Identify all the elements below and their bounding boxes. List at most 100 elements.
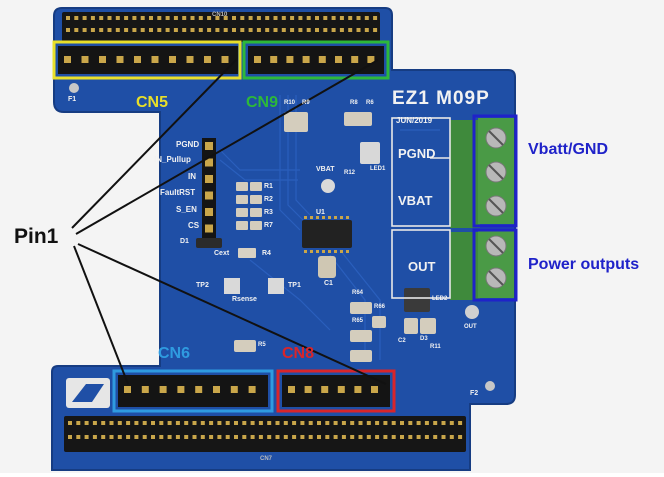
header-pin: [107, 16, 112, 20]
header-pin: [200, 435, 205, 439]
header-pin: [339, 16, 344, 20]
header-pin: [323, 16, 328, 20]
header-pin: [250, 421, 255, 425]
diode-d1: [196, 238, 222, 248]
terminal-silk-out: OUT: [408, 259, 436, 274]
header-pin: [82, 16, 87, 20]
silk-u1: U1: [316, 209, 325, 216]
terminal-silk-vbat: VBAT: [398, 193, 433, 208]
header-pin: [68, 421, 72, 425]
st-logo-mark: [72, 384, 104, 402]
header-pin: [331, 16, 336, 20]
resistor-part: [236, 195, 248, 204]
capacitor-c1: [318, 256, 336, 278]
header-pin: [306, 28, 311, 32]
silk-in-pullup: IN_Pullup: [154, 155, 191, 164]
header-pin: [348, 28, 353, 32]
header-pin: [383, 421, 388, 425]
top-header-pins: [66, 16, 378, 32]
header-socket: [151, 56, 159, 63]
header-pin: [433, 435, 438, 439]
header-pin: [167, 435, 172, 439]
header-socket: [230, 386, 238, 393]
silk-r6: R6: [366, 100, 374, 106]
header-pin: [142, 435, 147, 439]
header-socket: [270, 56, 278, 63]
header-socket: [116, 56, 124, 63]
header-pin: [366, 435, 371, 439]
header-socket: [367, 56, 375, 63]
header-pin: [151, 421, 155, 425]
silk-d1: D1: [180, 238, 189, 245]
header-pin: [151, 435, 155, 439]
header-pin: [223, 16, 228, 20]
header-pin: [92, 435, 97, 439]
header-pin: [356, 16, 361, 20]
fiducial-f1: F1: [68, 96, 77, 103]
header-pin: [90, 16, 95, 20]
header-pin: [391, 435, 396, 439]
bottom-header-pins: [68, 421, 463, 439]
pin1-line-cn6: [73, 245, 129, 385]
header-pin: [190, 16, 195, 20]
header-pin: [391, 421, 396, 425]
header-pin: [449, 421, 454, 425]
silk-led2: LED2: [432, 296, 448, 302]
silk-in: IN: [188, 172, 196, 181]
header-pin: [198, 28, 203, 32]
out-test-pad: [465, 305, 479, 319]
header-pin: [356, 28, 361, 32]
terminal-screws: [485, 127, 507, 289]
header-pin: [315, 16, 319, 20]
header-pin: [248, 16, 253, 20]
header-pin: [339, 28, 344, 32]
header-socket: [371, 386, 378, 393]
board-date: JUN/2019: [396, 116, 433, 125]
header-pin: [76, 421, 81, 425]
header-pin: [341, 421, 346, 425]
header-pin: [333, 435, 338, 439]
resistor-part: [250, 182, 262, 191]
header-pin: [458, 421, 463, 425]
header-pin: [366, 421, 371, 425]
header-socket: [354, 386, 362, 393]
header-pin: [68, 435, 72, 439]
chip-lead: [304, 250, 307, 253]
chip-lead: [328, 250, 331, 253]
header-pin: [458, 435, 463, 439]
silk-tp1: TP1: [288, 282, 301, 289]
silk-vbat-tp: VBAT: [316, 166, 335, 173]
header-pin: [449, 435, 454, 439]
pin1-line-cn9: [75, 59, 379, 235]
chip-lead: [328, 216, 331, 219]
silk-pgnd-pin: PGND: [176, 140, 200, 149]
control-pin: [205, 208, 213, 216]
header-pin: [373, 16, 378, 20]
silk-out-small: OUT: [464, 324, 477, 330]
header-pin: [134, 421, 139, 425]
header-pin: [433, 421, 438, 425]
header-pin: [242, 435, 247, 439]
header-pin: [232, 28, 236, 32]
header-pin: [275, 435, 280, 439]
board-title: EZ1 M09P: [392, 88, 490, 109]
silk-r4: R4: [262, 250, 271, 257]
resistor-part: [236, 182, 248, 191]
header-pin: [76, 435, 81, 439]
led-led1: [360, 142, 380, 164]
resistor-r4: [238, 248, 256, 258]
header-pin: [300, 421, 305, 425]
silk-r8: R8: [350, 100, 358, 106]
header-pin: [281, 16, 286, 20]
header-pin: [292, 421, 297, 425]
header-pin: [124, 16, 129, 20]
header-pin: [140, 16, 145, 20]
chip-lead: [316, 216, 319, 219]
cn9-header: [248, 46, 384, 74]
header-pin: [126, 435, 131, 439]
header-pin: [140, 28, 145, 32]
silk-rsense: Rsense: [232, 296, 257, 303]
header-pin: [441, 435, 446, 439]
chip-lead: [304, 216, 307, 219]
